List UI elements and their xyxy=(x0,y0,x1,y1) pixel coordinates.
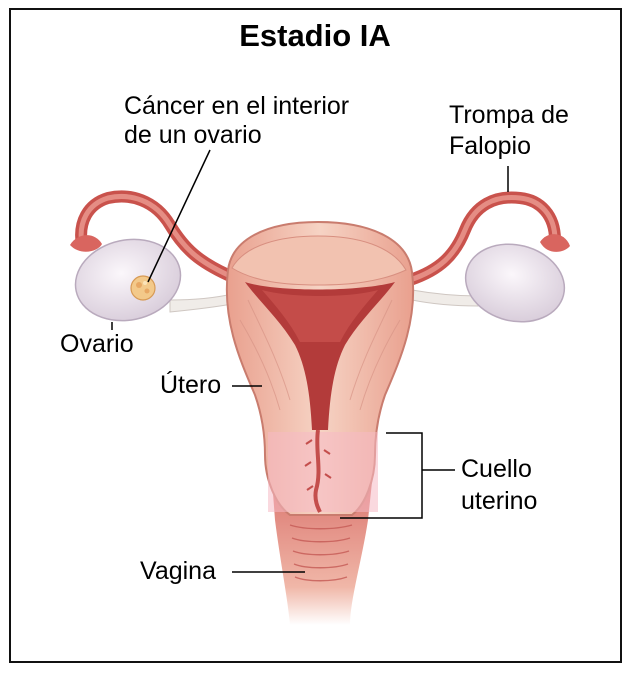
label-cuello-line2: uterino xyxy=(461,487,538,515)
label-utero: Útero xyxy=(160,371,222,399)
label-cancer-line1: Cáncer en el interior xyxy=(124,92,350,120)
left-ovarian-ligament xyxy=(169,293,233,313)
label-ovario: Ovario xyxy=(60,330,134,358)
left-fimbriae xyxy=(60,227,102,252)
tumor-mark xyxy=(130,275,156,301)
leader-cuello xyxy=(340,432,423,519)
uterine-wall-texture xyxy=(239,299,401,411)
label-cuello-line1: Cuello xyxy=(461,455,532,483)
leader-cancer xyxy=(147,149,211,283)
uterus-fundus xyxy=(231,235,407,286)
cervical-canal xyxy=(313,429,322,513)
figure-title: Estadio IA xyxy=(239,18,391,53)
label-vagina: Vagina xyxy=(140,557,216,585)
right-fimbriae xyxy=(540,234,570,252)
label-cancer-line2: de un ovario xyxy=(124,121,262,149)
right-ovarian-ligament xyxy=(411,289,479,307)
uterine-cavity xyxy=(245,282,395,430)
label-trompa-line2: Falopio xyxy=(449,132,531,160)
cervix-region xyxy=(268,432,378,512)
right-ovary xyxy=(464,243,566,323)
left-ovary xyxy=(74,238,182,322)
label-trompa-line1: Trompa de xyxy=(449,101,569,129)
vagina-rugae xyxy=(289,524,353,582)
leader-lines xyxy=(111,149,509,573)
